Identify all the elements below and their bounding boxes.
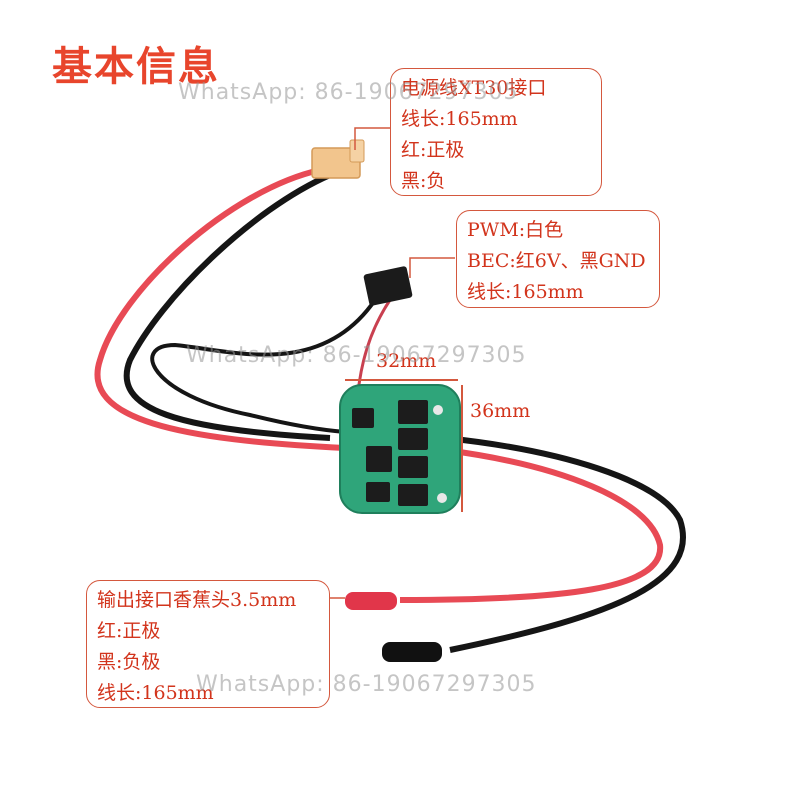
- callout-line: 黑:负: [401, 170, 446, 192]
- xt30-connector: [311, 147, 361, 179]
- callout-line: 黑:负极: [97, 651, 161, 673]
- black-output-wire: [444, 435, 686, 653]
- board-width-label: 32mm: [376, 350, 437, 372]
- watermark-bottom: WhatsApp: 86-19067297305: [196, 672, 537, 697]
- callout-line: 电源线XT30接口: [401, 77, 547, 99]
- red-bullet-connector: [345, 592, 397, 610]
- black-signal-wire: [150, 298, 377, 434]
- red-power-wire: [94, 167, 346, 451]
- xt30-connector-tip: [349, 139, 365, 163]
- black-bullet-connector: [382, 642, 442, 662]
- callout-line: PWM:白色: [467, 219, 564, 241]
- callout-output-connector: 输出接口香蕉头3.5mm 红:正极 黑:负极 线长:165mm: [86, 580, 330, 708]
- callout-line: 线长:165mm: [467, 281, 584, 303]
- board-height-label: 36mm: [470, 400, 531, 422]
- mosfet-4: [398, 484, 428, 506]
- black-power-wire: [123, 172, 332, 441]
- watermark-top: WhatsApp: 86-19067297305: [178, 80, 519, 105]
- callout-line: BEC:红6V、黑GND: [467, 250, 646, 272]
- red-output-wire: [399, 447, 664, 603]
- watermark-middle: WhatsApp: 86-19067297305: [186, 343, 527, 368]
- callout-line: 红:正极: [97, 620, 161, 642]
- chip-2: [366, 446, 392, 472]
- chip-3: [366, 482, 390, 502]
- page-title: 基本信息: [52, 44, 220, 90]
- pad-2: [437, 493, 447, 503]
- callout-power-cable: 电源线XT30接口 线长:165mm 红:正极 黑:负: [390, 68, 602, 196]
- mosfet-2: [398, 428, 428, 450]
- mosfet-1: [398, 400, 428, 424]
- callout-line: 线长:165mm: [97, 682, 214, 704]
- callout-line: 红:正极: [401, 139, 465, 161]
- callout-line: 输出接口香蕉头3.5mm: [97, 589, 297, 611]
- callout-line: 线长:165mm: [401, 108, 518, 130]
- callout-pwm-signal: PWM:白色 BEC:红6V、黑GND 线长:165mm: [456, 210, 660, 308]
- leader-line-power: [354, 127, 390, 150]
- pad-1: [433, 405, 443, 415]
- chip-1: [352, 408, 374, 428]
- leader-line-pwm: [409, 257, 455, 278]
- servo-connector: [363, 266, 413, 306]
- mosfet-3: [398, 456, 428, 478]
